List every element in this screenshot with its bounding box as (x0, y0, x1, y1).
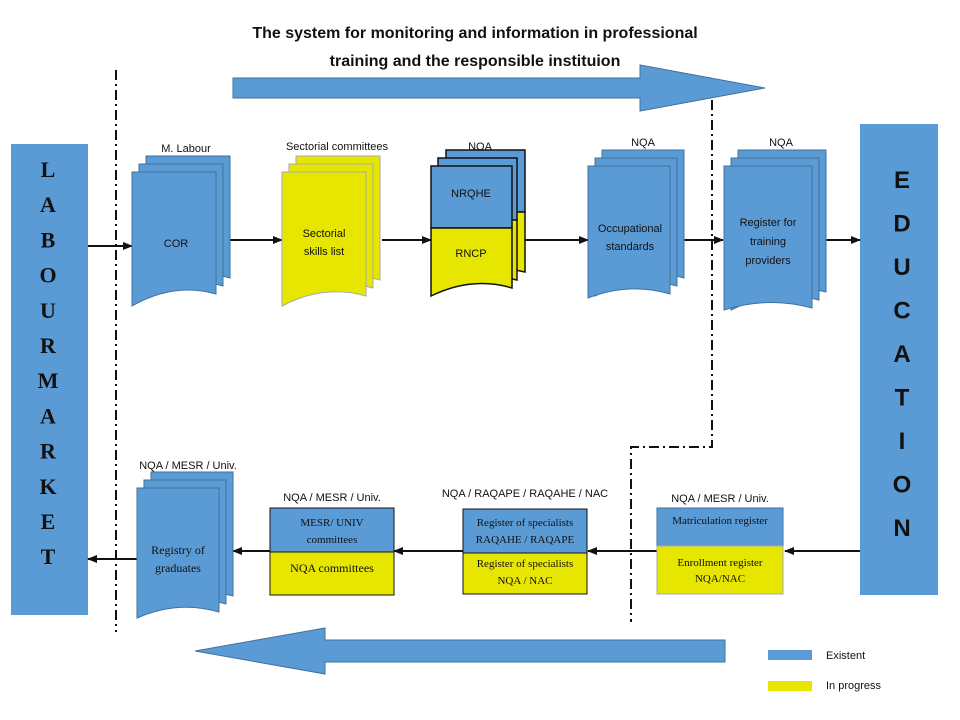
graduates-owner-label: NQA / MESR / Univ. (139, 460, 237, 472)
labour-market-letter: K (39, 474, 56, 499)
education-letter: C (893, 298, 910, 325)
register-providers-document-stack (723, 149, 827, 311)
sectorial-owner-label: Sectorial committees (286, 141, 389, 153)
education-letter: T (895, 385, 910, 412)
register-providers-label-line-3: providers (745, 255, 791, 267)
education-letter: U (893, 254, 910, 281)
register-providers-label-line-2: training (750, 236, 786, 248)
specialists-nqa-box (462, 552, 588, 595)
education-letter: O (893, 472, 912, 499)
labour-market-letter: L (41, 157, 56, 182)
sectorial-label-line-2: skills list (304, 246, 344, 258)
labour-market-bar (11, 144, 88, 615)
specialists-nqa-label-line-2: NQA / NAC (497, 575, 552, 587)
bottom-connectors (87, 547, 860, 563)
mesr-univ-committees-label-line-1: MESR/ UNIV (300, 517, 363, 529)
labour-market-letter: B (41, 227, 56, 252)
nrqhe-label: NRQHE (451, 188, 491, 200)
enrollment-register-label-line-1: Enrollment register (677, 557, 763, 569)
matriculation-owner-label: NQA / MESR / Univ. (671, 493, 769, 505)
title-line-2: training and the responsible instituion (330, 53, 621, 70)
labour-market-letter: T (41, 544, 56, 569)
education-letter: D (893, 211, 910, 238)
legend-in-progress-swatch (768, 681, 812, 691)
education-letter: I (899, 428, 906, 455)
register-providers-owner-label: NQA (769, 137, 794, 149)
enrollment-register-box (656, 545, 784, 595)
bottom-flow-arrow (194, 627, 726, 675)
specialists-raqahe-box (462, 508, 588, 554)
right-boundary-line (630, 100, 713, 622)
nqa-committees-box (269, 551, 395, 596)
education-letter: A (893, 341, 910, 368)
cor-label: COR (164, 238, 189, 250)
labour-market-letter: E (41, 509, 56, 534)
occupational-standards-document-stack (587, 149, 685, 299)
enrollment-register-label-line-2: NQA/NAC (695, 573, 745, 585)
occupational-owner-label: NQA (631, 137, 656, 149)
education-letter: E (894, 167, 910, 194)
legend-existent-swatch (768, 650, 812, 660)
graduates-label-line-2: graduates (155, 561, 201, 575)
register-providers-label-line-1: Register for (740, 217, 797, 229)
matriculation-register-label: Matriculation register (672, 515, 768, 527)
nqa-committees-label: NQA committees (290, 561, 374, 575)
legend-in-progress-label: In progress (826, 680, 882, 692)
education-bar (860, 124, 938, 595)
title-line-1: The system for monitoring and informatio… (252, 25, 697, 42)
specialists-raqahe-label-line-1: Register of specialists (477, 517, 574, 529)
occupational-label-line-2: standards (606, 241, 655, 253)
rncp-label: RNCP (455, 248, 486, 260)
sectorial-skills-document-stack (281, 155, 381, 307)
specialists-nqa-label-line-1: Register of specialists (477, 558, 574, 570)
labour-market-letter: R (40, 333, 57, 358)
labour-market-letter: A (40, 403, 56, 428)
specialists-owner-label: NQA / RAQAPE / RAQAHE / NAC (442, 488, 608, 500)
labour-market-letter: R (40, 439, 57, 464)
cor-document-stack (131, 155, 231, 307)
education-letter: N (893, 515, 910, 542)
top-connectors (88, 236, 861, 250)
committees-owner-label: NQA / MESR / Univ. (283, 492, 381, 504)
top-flow-arrow (232, 64, 766, 112)
labour-market-letter: A (40, 192, 56, 217)
labour-market-letter: U (40, 298, 56, 323)
nrqhe-rncp-document-stack (430, 149, 526, 298)
legend-existent-label: Existent (826, 650, 865, 662)
occupational-label-line-1: Occupational (598, 223, 662, 235)
registry-graduates-document-stack (136, 471, 234, 619)
sectorial-label-line-1: Sectorial (303, 228, 346, 240)
mesr-univ-committees-box (269, 507, 395, 553)
labour-market-letter: M (38, 368, 59, 393)
cor-owner-label: M. Labour (161, 143, 211, 155)
matriculation-register-box (656, 507, 784, 547)
graduates-label-line-1: Registry of (151, 543, 205, 557)
mesr-univ-committees-label-line-2: committees (307, 534, 358, 546)
specialists-raqahe-label-line-2: RAQAHE / RAQAPE (476, 534, 575, 546)
labour-market-letter: O (39, 263, 56, 288)
